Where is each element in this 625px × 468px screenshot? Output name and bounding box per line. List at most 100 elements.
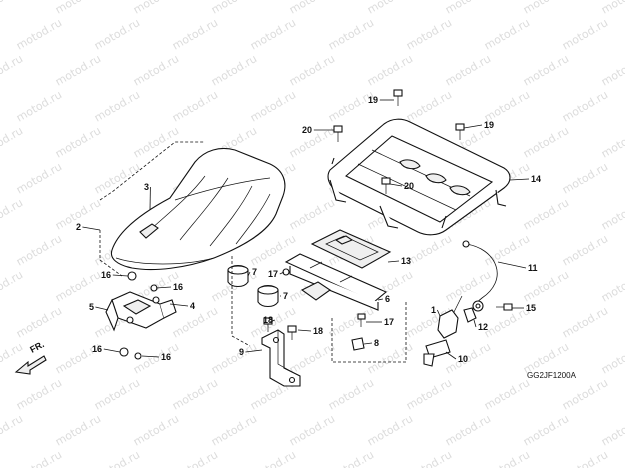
watermark-text: motod.ru <box>131 412 181 448</box>
watermark-text: motod.ru <box>131 124 181 160</box>
watermark-text: motod.ru <box>0 268 25 304</box>
watermark-text: motod.ru <box>14 448 64 468</box>
callout-2: 2 <box>76 222 81 232</box>
leader-line <box>509 178 530 181</box>
leader-line <box>269 319 275 323</box>
watermark-text: motod.ru <box>92 160 142 196</box>
leader-line <box>463 124 483 129</box>
callout-10: 10 <box>458 354 468 364</box>
watermark-text: motod.ru <box>14 376 64 412</box>
watermark-text: motod.ru <box>287 412 337 448</box>
watermark-text: motod.ru <box>53 412 103 448</box>
watermark-text: motod.ru <box>14 16 64 52</box>
watermark-text: motod.ru <box>326 88 376 124</box>
watermark-text: motod.ru <box>560 304 610 340</box>
callout-19: 19 <box>368 95 378 105</box>
callout-9: 9 <box>239 347 244 357</box>
watermark-text: motod.ru <box>248 88 298 124</box>
callout-20: 20 <box>404 181 414 191</box>
diagram-code: GG2JF1200A <box>527 371 577 380</box>
watermark-text: motod.ru <box>404 232 454 268</box>
leader-line <box>169 303 189 307</box>
watermark-text: motod.ru <box>14 232 64 268</box>
leader-line <box>103 348 121 353</box>
watermark-text: motod.ru <box>599 268 625 304</box>
watermark-text: motod.ru <box>560 16 610 52</box>
callout-6: 6 <box>385 294 390 304</box>
leader-line <box>473 319 477 328</box>
callout-1: 1 <box>431 305 436 315</box>
watermark-text: motod.ru <box>521 0 571 17</box>
callout-16: 16 <box>101 270 111 280</box>
watermark-text: motod.ru <box>92 376 142 412</box>
watermark-text: motod.ru <box>599 412 625 448</box>
watermark-text: motod.ru <box>443 52 493 88</box>
callout-13: 13 <box>401 256 411 266</box>
watermark-text: motod.ru <box>92 448 142 468</box>
watermark-text: motod.ru <box>170 88 220 124</box>
callout-14: 14 <box>531 174 541 184</box>
watermark-text: motod.ru <box>0 196 25 232</box>
callout-16: 16 <box>92 344 102 354</box>
watermark-text: motod.ru <box>170 16 220 52</box>
watermark-text: motod.ru <box>326 448 376 468</box>
leader-line <box>112 274 129 277</box>
rubber-cushions <box>227 264 279 308</box>
watermark-text: motod.ru <box>0 0 25 17</box>
watermark-text: motod.ru <box>443 0 493 17</box>
watermark-text: motod.ru <box>365 412 415 448</box>
watermark-text: motod.ru <box>131 0 181 17</box>
leader-line <box>377 298 384 301</box>
leader-line <box>389 183 403 187</box>
stay-bracket <box>284 253 388 311</box>
watermark-text: motod.ru <box>0 52 25 88</box>
watermark-text: motod.ru <box>170 448 220 468</box>
watermark-text: motod.ru <box>365 0 415 17</box>
watermark-text: motod.ru <box>248 448 298 468</box>
leader-line <box>95 306 109 311</box>
watermark-text: motod.ru <box>521 412 571 448</box>
leader-line <box>497 261 527 269</box>
watermark-text: motod.ru <box>92 16 142 52</box>
watermark-text: motod.ru <box>404 16 454 52</box>
watermark-text: motod.ru <box>131 52 181 88</box>
watermark-text: motod.ru <box>53 52 103 88</box>
fasteners <box>263 89 513 351</box>
leader-line <box>279 271 285 275</box>
seat <box>110 147 286 271</box>
watermark-text: motod.ru <box>482 376 532 412</box>
watermark-text: motod.ru <box>287 0 337 17</box>
watermark-text: motod.ru <box>287 340 337 376</box>
callout-16: 16 <box>161 352 171 362</box>
callout-16: 16 <box>173 282 183 292</box>
callout-5: 5 <box>89 302 94 312</box>
carrier-plate <box>310 229 392 269</box>
leader-lines <box>82 99 530 360</box>
watermark-text: motod.ru <box>482 232 532 268</box>
front-label: FR. <box>28 339 45 355</box>
watermark-text: motod.ru <box>53 0 103 17</box>
seat-hinge <box>105 291 177 332</box>
seat-lock <box>261 329 301 387</box>
callout-8: 8 <box>374 338 379 348</box>
callout-19: 19 <box>484 120 494 130</box>
watermark-text: motod.ru <box>170 376 220 412</box>
watermark-text: motod.ru <box>560 160 610 196</box>
watermark-text: motod.ru <box>599 340 625 376</box>
watermark-text: motod.ru <box>599 0 625 17</box>
callout-12: 12 <box>478 322 488 332</box>
watermark-text: motod.ru <box>14 160 64 196</box>
watermark-text: motod.ru <box>209 412 259 448</box>
watermark-text: motod.ru <box>14 304 64 340</box>
watermark-text: motod.ru <box>209 0 259 17</box>
watermark-text: motod.ru <box>560 88 610 124</box>
watermark-text: motod.ru <box>287 52 337 88</box>
leader-line <box>387 260 400 263</box>
watermark-text: motod.ru <box>404 448 454 468</box>
callout-3: 3 <box>144 182 149 192</box>
watermark-text: motod.ru <box>365 340 415 376</box>
callout-15: 15 <box>526 303 536 313</box>
leader-line <box>445 351 457 360</box>
callout-4: 4 <box>190 301 195 311</box>
